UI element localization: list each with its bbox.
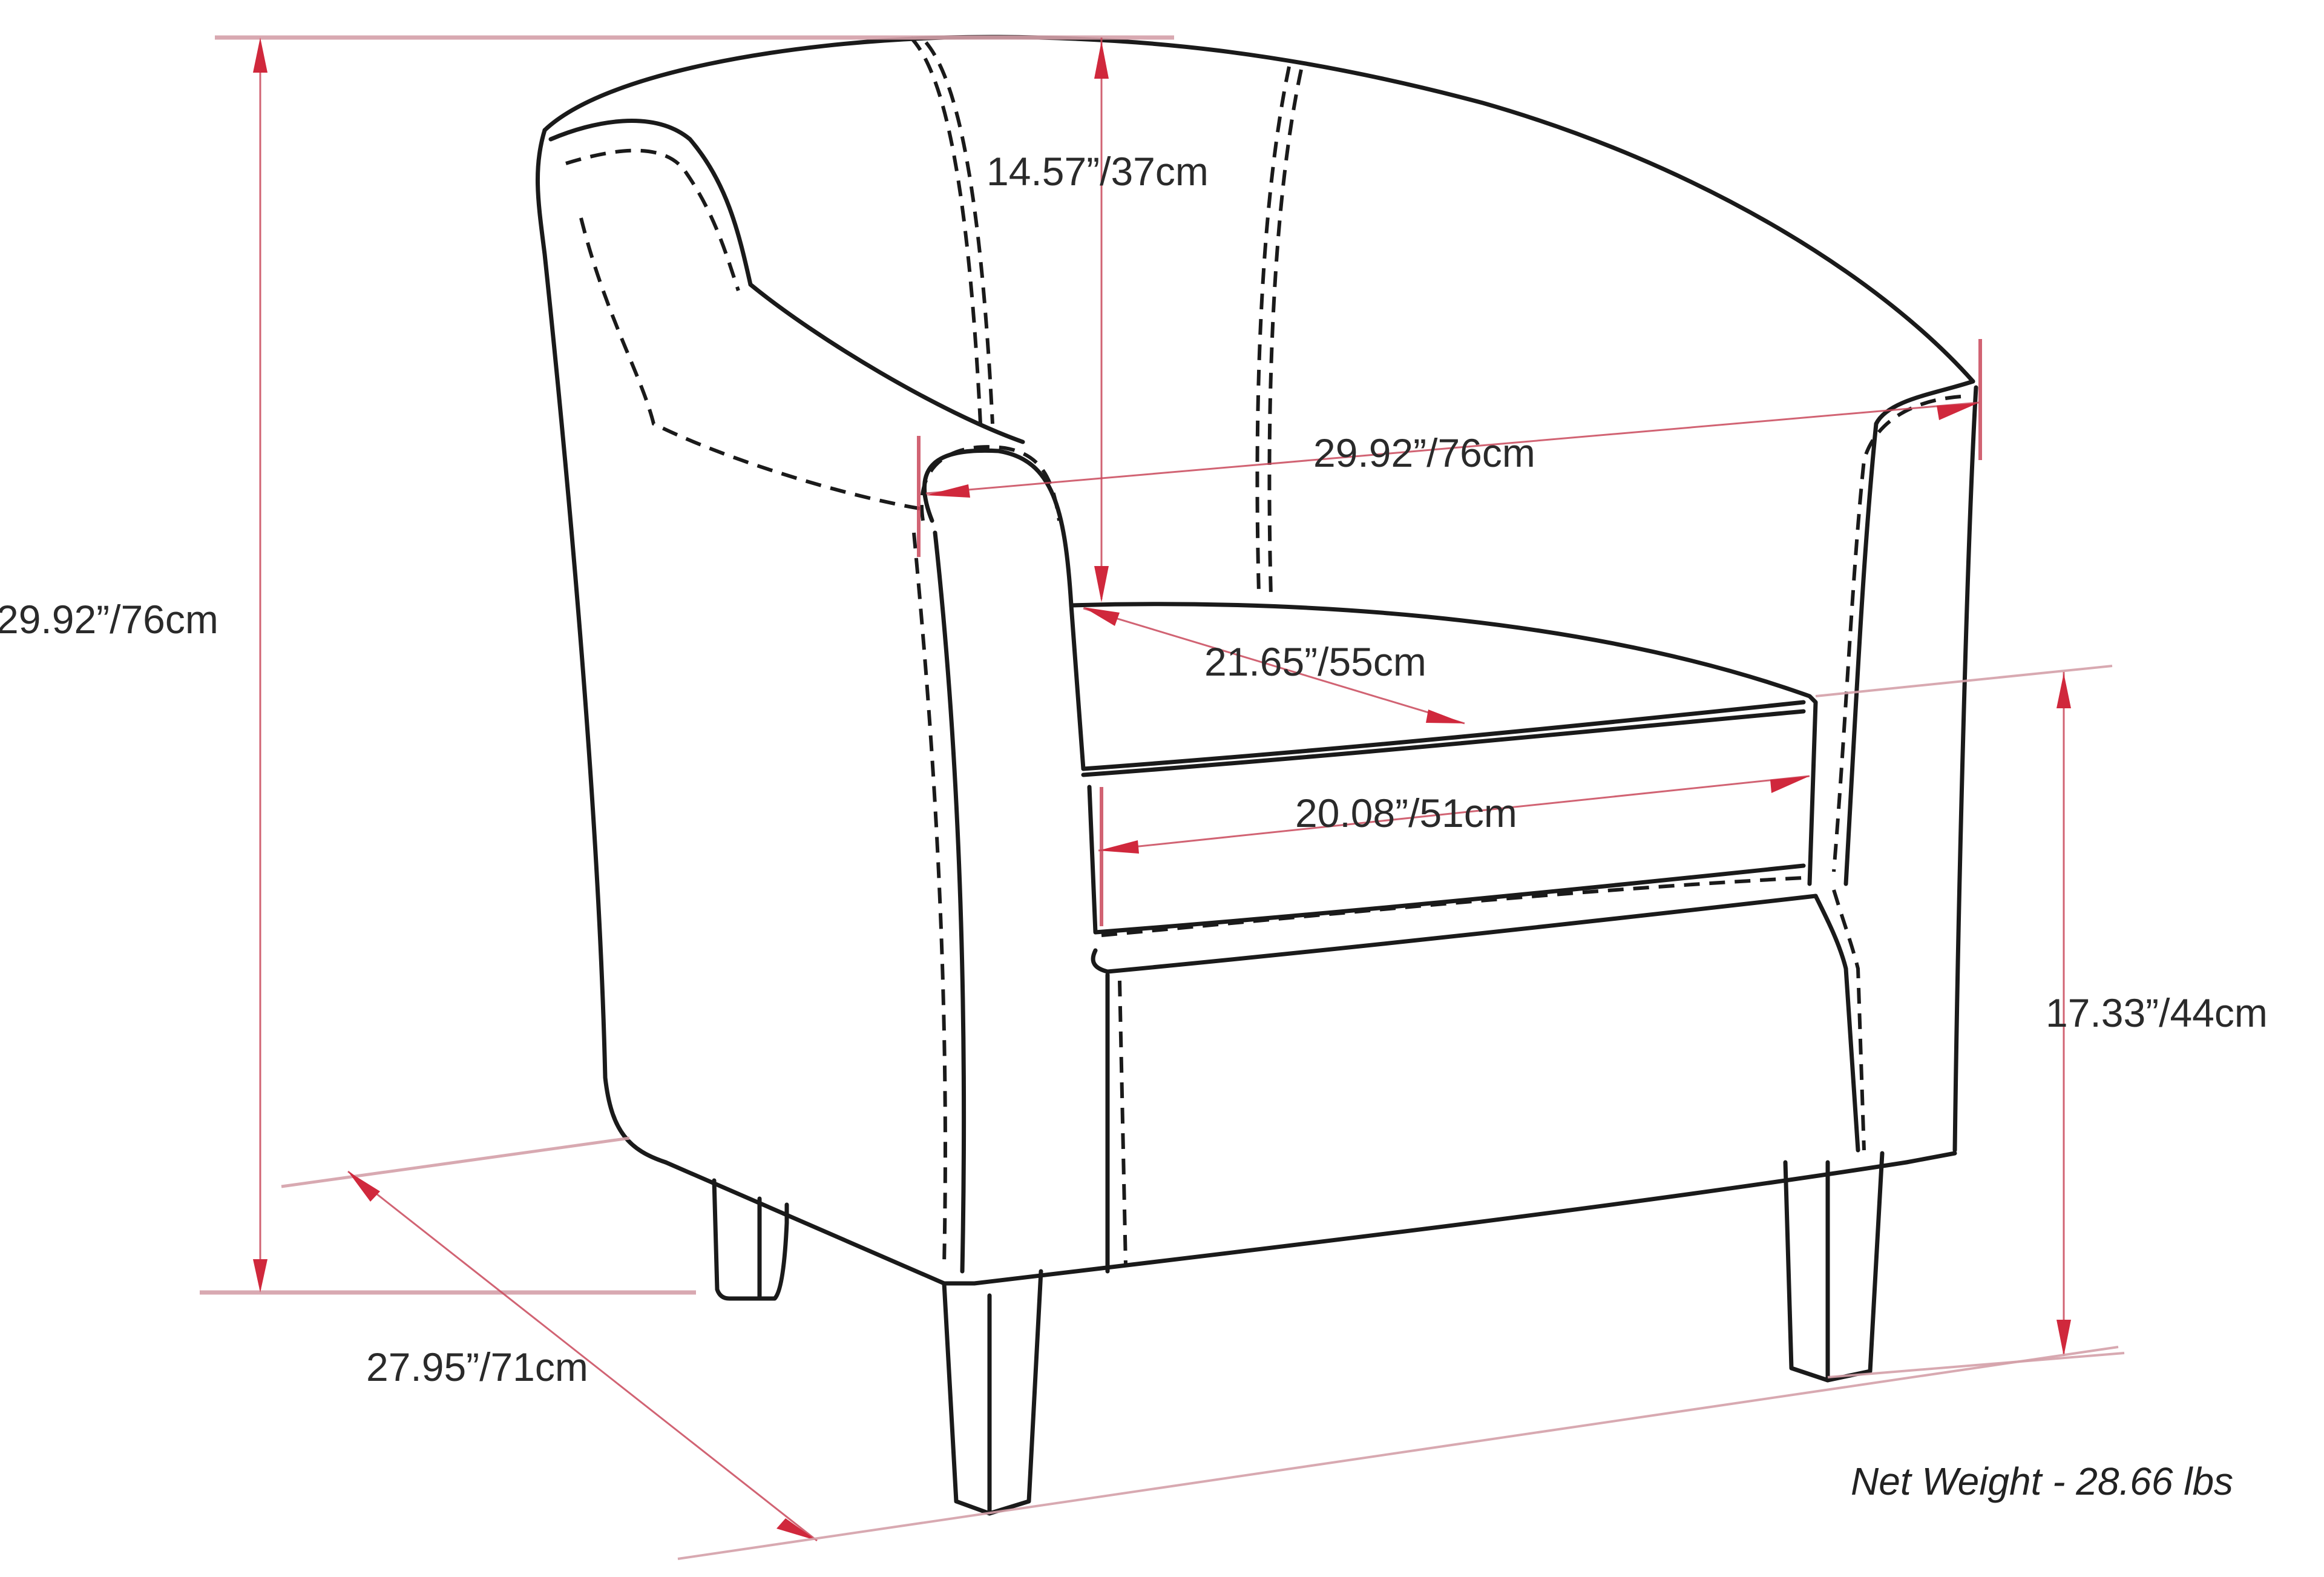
overall-width-label: 29.92”/76cm — [1313, 430, 1535, 475]
overall-depth-label: 27.95”/71cm — [366, 1345, 588, 1389]
back-height-label: 14.57”/37cm — [986, 149, 1209, 194]
seat-depth-label: 21.65”/55cm — [1204, 639, 1426, 684]
net-weight-label: Net Weight - 28.66 lbs — [1851, 1460, 2234, 1503]
overall-height-label: 29.92”/76cm — [0, 597, 218, 642]
seat-width-label: 20.08”/51cm — [1295, 791, 1517, 835]
seat-height-label: 17.33”/44cm — [2046, 990, 2268, 1035]
chair-outline — [535, 35, 1978, 1516]
dimension-lines — [200, 35, 2125, 1560]
